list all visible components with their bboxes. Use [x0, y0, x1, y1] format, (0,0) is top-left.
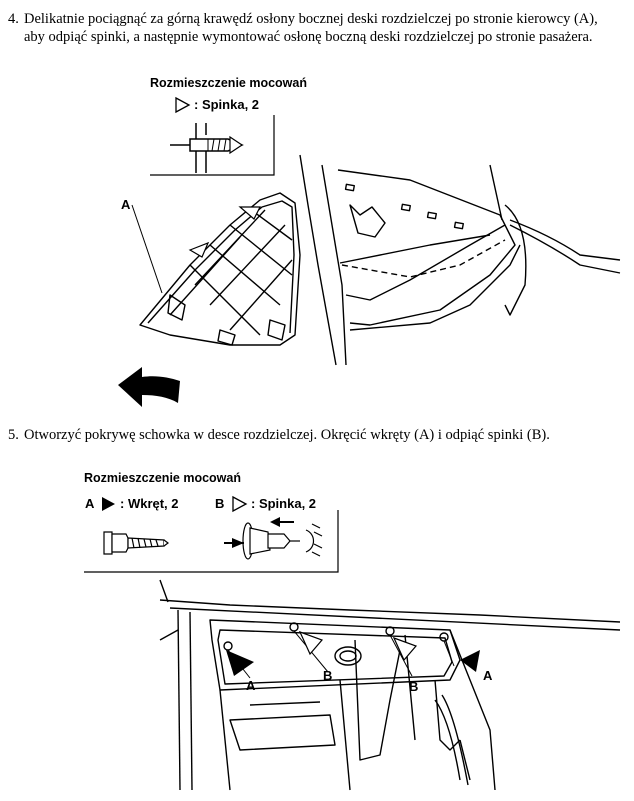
step-4-legend-title: Rozmieszczenie mocowań: [150, 76, 307, 90]
step-5-clip-triangle-icon: [232, 496, 248, 512]
step-4-legend-item: : Spinka, 2: [194, 97, 260, 112]
step-5-number: 5.: [8, 427, 19, 443]
step-4-clip-diagram: [150, 115, 280, 180]
step-5-instruction: 5. Otworzyć pokrywę schowka w desce rozd…: [8, 426, 628, 446]
step-5-callout-a-right: A: [483, 668, 493, 683]
step-5-screw-triangle-icon: [102, 497, 115, 511]
step-5-fasteners-diagram: [84, 510, 344, 575]
step-4-illustration: [118, 145, 625, 407]
step-5-legend-a-text: : Wkręt, 2: [120, 496, 179, 511]
step-4-clip-triangle-icon: [175, 97, 191, 113]
step-4-text-line-2: aby odpiąć spinki, a następnie wymontowa…: [24, 29, 593, 45]
step-5-text: Otworzyć pokrywę schowka w desce rozdzie…: [24, 427, 550, 443]
step-5-legend-title: Rozmieszczenie mocowań: [84, 471, 241, 485]
step-5-legend-b-letter: B: [215, 496, 225, 511]
step-4-callout-a: A: [121, 197, 131, 212]
step-4-text-line-1: Delikatnie pociągnąć za górną krawędź os…: [24, 11, 598, 27]
step-5-callout-a-left: A: [246, 678, 256, 693]
step-5-legend-b-text: : Spinka, 2: [251, 496, 317, 511]
step-5-illustration: [150, 580, 630, 795]
step-5-callout-b-right: B: [409, 679, 419, 694]
screw-icon: [104, 532, 168, 554]
step-5-legend-a-letter: A: [85, 496, 95, 511]
step-4-instruction: 4. Delikatnie pociągnąć za górną krawędź…: [8, 10, 628, 48]
step-4-number: 4.: [8, 11, 19, 27]
clip-icon: [243, 523, 322, 559]
step-5-callout-b-left: B: [323, 668, 333, 683]
